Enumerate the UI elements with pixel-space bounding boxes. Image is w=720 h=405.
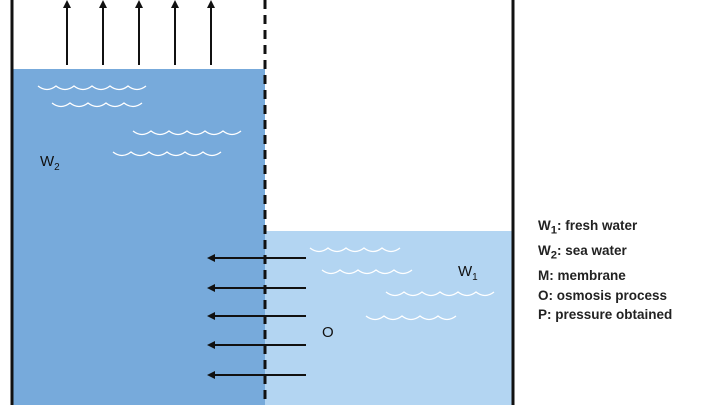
legend: W1: fresh water W2: sea water M: membran… <box>538 216 672 325</box>
fresh-water-waves <box>309 247 495 321</box>
wave-line <box>309 247 401 253</box>
wave-line <box>132 130 242 136</box>
sea-water-label: W2 <box>40 153 60 173</box>
osmosis-arrows <box>207 254 306 379</box>
wave-line <box>321 269 413 275</box>
wave-line <box>112 151 222 157</box>
wave-line <box>385 291 495 297</box>
sea-water-waves <box>37 85 242 157</box>
fresh-water-region <box>265 231 513 405</box>
osmosis-label: O <box>322 324 334 341</box>
pressure-arrows <box>63 0 215 65</box>
legend-item-membrane: M: membrane <box>538 268 626 284</box>
legend-item-sea-water: W2: sea water <box>538 243 627 262</box>
wave-line <box>365 315 457 321</box>
fresh-water-label: W1 <box>458 263 478 283</box>
legend-item-fresh-water: W1: fresh water <box>538 218 638 237</box>
sea-water-region <box>12 69 265 405</box>
legend-item-osmosis: O: osmosis process <box>538 287 668 303</box>
wave-line <box>51 102 143 108</box>
wave-line <box>37 85 147 91</box>
legend-item-pressure: P: pressure obtained <box>538 307 673 323</box>
